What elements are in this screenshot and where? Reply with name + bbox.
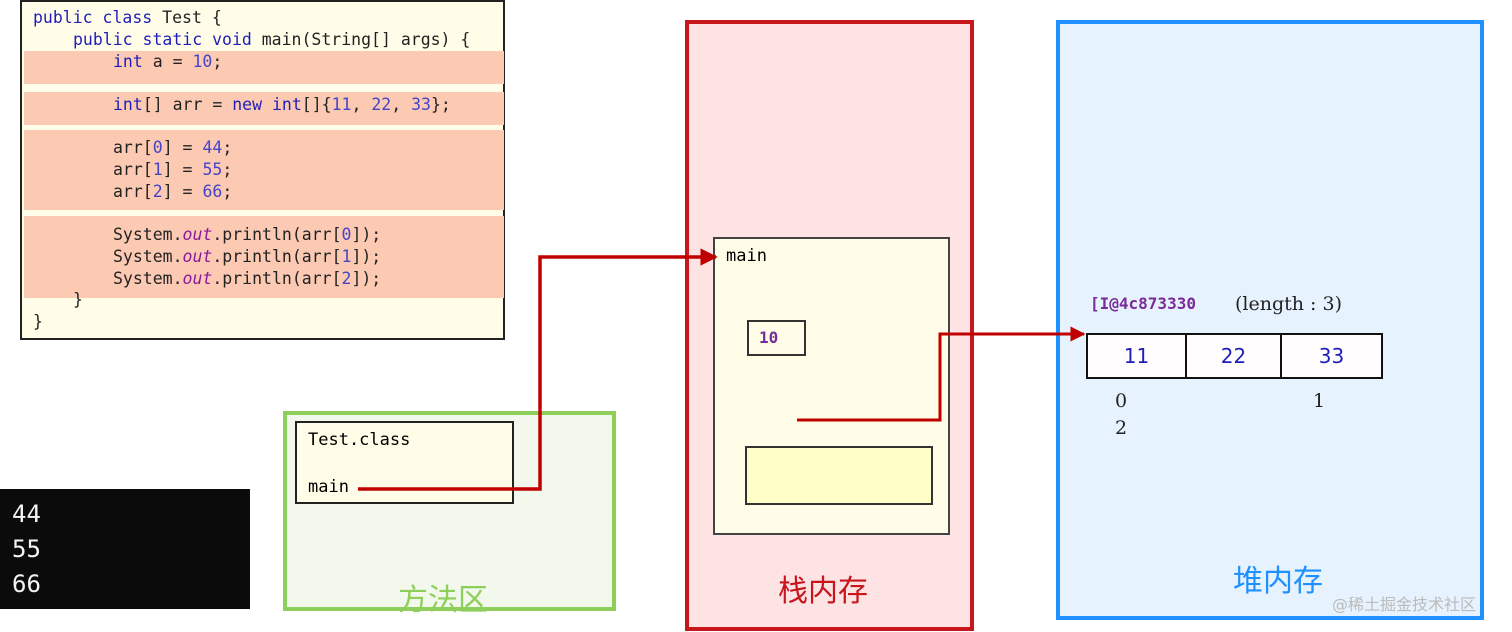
number: 66	[202, 182, 223, 201]
main-to-stack-frame-arrow	[358, 248, 718, 491]
console-line: 55	[12, 535, 41, 563]
code-line-10: System.out.println(arr[2]);	[113, 269, 382, 288]
number: 44	[202, 138, 223, 157]
field: out	[182, 225, 213, 244]
stack-memory-label: 栈内存	[778, 574, 868, 609]
array-cell-1: 22	[1185, 333, 1282, 379]
field: out	[182, 269, 213, 288]
code-line-4: int[] arr = new int[]{11, 22, 33};	[113, 95, 451, 114]
number: 1	[341, 247, 352, 266]
number: 22	[371, 95, 392, 114]
number: 1	[152, 160, 163, 179]
number: 2	[152, 182, 163, 201]
heap-memory-region	[1056, 20, 1484, 620]
number: 11	[331, 95, 352, 114]
number: 33	[411, 95, 431, 114]
keyword: public class	[33, 8, 153, 27]
keyword: int	[113, 52, 143, 71]
field: out	[182, 247, 213, 266]
array-index-label: 0	[1115, 390, 1128, 412]
class-name: Test.class	[308, 430, 411, 450]
code-line-5: arr[0] = 44;	[113, 138, 233, 157]
highlight-line-4	[24, 92, 504, 125]
array-cell-0: 11	[1086, 333, 1187, 379]
array-cell-2: 33	[1280, 333, 1383, 379]
keyword: int	[113, 95, 143, 114]
highlight-lines-8-10	[24, 216, 504, 298]
console-output: 44 55 66	[0, 489, 250, 609]
variable-arr-box	[745, 446, 933, 505]
console-line: 66	[12, 570, 41, 598]
frame-name: main	[726, 246, 767, 266]
keyword: new int	[232, 95, 302, 114]
code-line-11: }	[73, 290, 83, 309]
array-index-label: 2	[1115, 417, 1128, 439]
method-area-label: 方法区	[398, 583, 488, 618]
code-line-1: public class Test {	[33, 8, 222, 27]
number: 0	[341, 225, 352, 244]
watermark: @稀土掘金技术社区	[1332, 595, 1477, 614]
array-index-label: 1	[1313, 390, 1326, 412]
code-line-9: System.out.println(arr[1]);	[113, 247, 382, 266]
array-address: [I@4c873330	[1090, 294, 1196, 313]
console-line: 44	[12, 500, 41, 528]
class-method-main: main	[308, 477, 349, 497]
code-line-2: public static void main(String[] args) {	[73, 30, 471, 49]
code-panel: public class Test { public static void m…	[20, 0, 505, 340]
code-line-7: arr[2] = 66;	[113, 182, 233, 201]
code-line-8: System.out.println(arr[0]);	[113, 225, 382, 244]
highlight-line-3	[24, 51, 504, 84]
variable-a-box: 10	[747, 320, 806, 356]
arr-reference-arrow	[797, 326, 1086, 422]
code-line-12: }	[33, 312, 43, 331]
number: 2	[341, 269, 352, 288]
code-line-6: arr[1] = 55;	[113, 160, 233, 179]
code-line-3: int a = 10;	[113, 52, 223, 71]
keyword: public static void	[73, 30, 252, 49]
array-length: (length : 3)	[1235, 293, 1342, 315]
heap-memory-label: 堆内存	[1233, 564, 1323, 599]
number: 55	[202, 160, 223, 179]
number: 0	[152, 138, 163, 157]
number: 10	[192, 52, 213, 71]
highlight-lines-5-7	[24, 130, 504, 210]
